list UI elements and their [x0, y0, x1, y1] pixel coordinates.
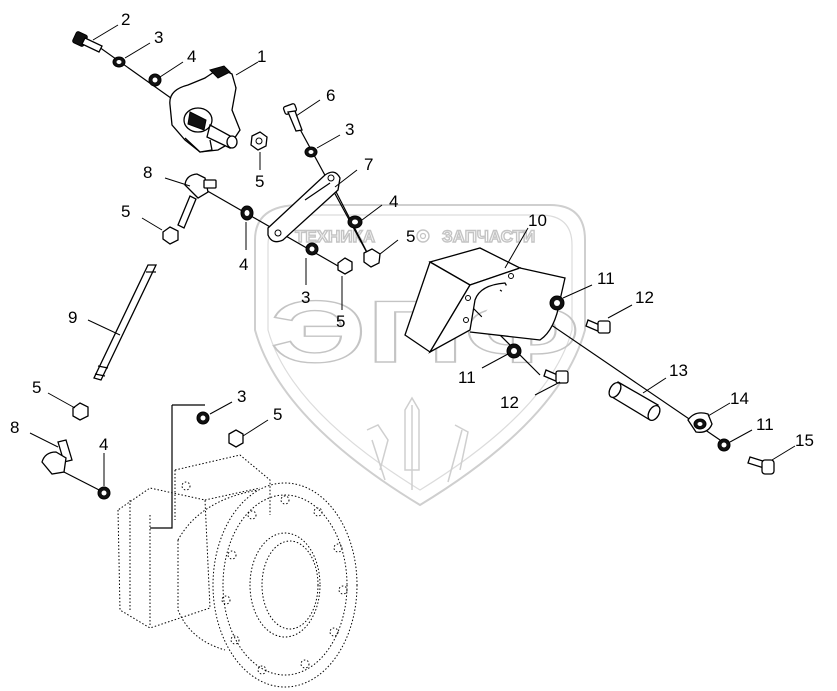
callout-leaders	[29, 24, 796, 486]
callout-11a: 11	[597, 269, 615, 288]
watermark-text-left: ТЕХНИКА	[295, 227, 375, 246]
washer-3b	[304, 146, 318, 158]
washer-4c	[347, 215, 363, 229]
bolt-6	[282, 103, 303, 132]
callout-12a: 12	[635, 288, 654, 307]
housing-flange	[117, 454, 358, 688]
callout-2: 2	[121, 10, 130, 29]
callout-10: 10	[528, 211, 547, 230]
washer-4a	[148, 73, 162, 87]
washer-3c	[305, 242, 319, 256]
clamp-14	[687, 412, 713, 433]
nut-5d	[363, 248, 381, 268]
callout-3c: 3	[301, 288, 310, 307]
callout-5a: 5	[255, 172, 264, 191]
wheat-ears-icon	[366, 396, 469, 490]
callout-1: 1	[257, 47, 266, 66]
callout-4c: 4	[389, 192, 398, 211]
sensor-1	[169, 65, 241, 153]
callout-11b: 11	[458, 368, 476, 387]
washer-11a	[549, 295, 565, 311]
washer-11b	[506, 343, 522, 359]
callout-15: 15	[795, 431, 814, 450]
washer-3a	[112, 56, 126, 68]
watermark-shield	[254, 204, 586, 507]
callout-5d: 5	[336, 312, 345, 331]
callout-11c: 11	[756, 415, 774, 434]
callout-4b: 4	[239, 255, 248, 274]
flange-bolt-holes	[221, 495, 348, 675]
nut-5e	[72, 402, 89, 421]
callout-labels: 1 2 3 4 5 6 3 7 8 5 4 4 5 3 5 10 11 12 9…	[10, 10, 814, 454]
callout-8a: 8	[143, 163, 152, 182]
callout-12b: 12	[500, 393, 519, 412]
washer-3d	[196, 411, 210, 425]
callout-9: 9	[68, 308, 77, 327]
nut-5f	[228, 429, 244, 448]
ball-joint-8b	[41, 439, 73, 475]
sleeve-13	[608, 381, 661, 422]
guard-10	[404, 247, 566, 354]
callout-13: 13	[669, 361, 688, 380]
nut-5a	[250, 131, 268, 151]
callout-3b: 3	[345, 120, 354, 139]
bolt-12b	[543, 369, 569, 384]
callout-8b: 8	[10, 418, 19, 437]
callout-7: 7	[364, 155, 373, 174]
callout-5c: 5	[406, 227, 415, 246]
callout-4a: 4	[187, 47, 196, 66]
washer-4d	[97, 486, 111, 500]
gear-icon	[416, 229, 430, 243]
watermark-text-right: ЗАПЧАСТИ	[442, 227, 535, 246]
rod-9	[93, 264, 158, 381]
callout-3d: 3	[237, 387, 246, 406]
ball-joint-8a	[177, 173, 217, 229]
callout-6: 6	[326, 86, 335, 105]
callout-14: 14	[730, 389, 749, 408]
nut-5c	[337, 257, 353, 275]
bolt-12a	[585, 319, 611, 334]
washer-4b	[240, 205, 254, 221]
callout-3a: 3	[154, 28, 163, 47]
callout-5f: 5	[273, 405, 282, 424]
callout-5e: 5	[32, 378, 41, 397]
callout-4d: 4	[99, 435, 108, 454]
nut-5b	[162, 226, 179, 245]
bolt-2	[72, 31, 103, 53]
washer-11c	[717, 438, 731, 452]
callout-5b: 5	[121, 202, 130, 221]
bolt-15	[747, 456, 775, 475]
lever-7	[267, 171, 341, 243]
watermark: ТЕХНИКА ЗАПЧАСТИ ЭПФ	[254, 204, 586, 507]
